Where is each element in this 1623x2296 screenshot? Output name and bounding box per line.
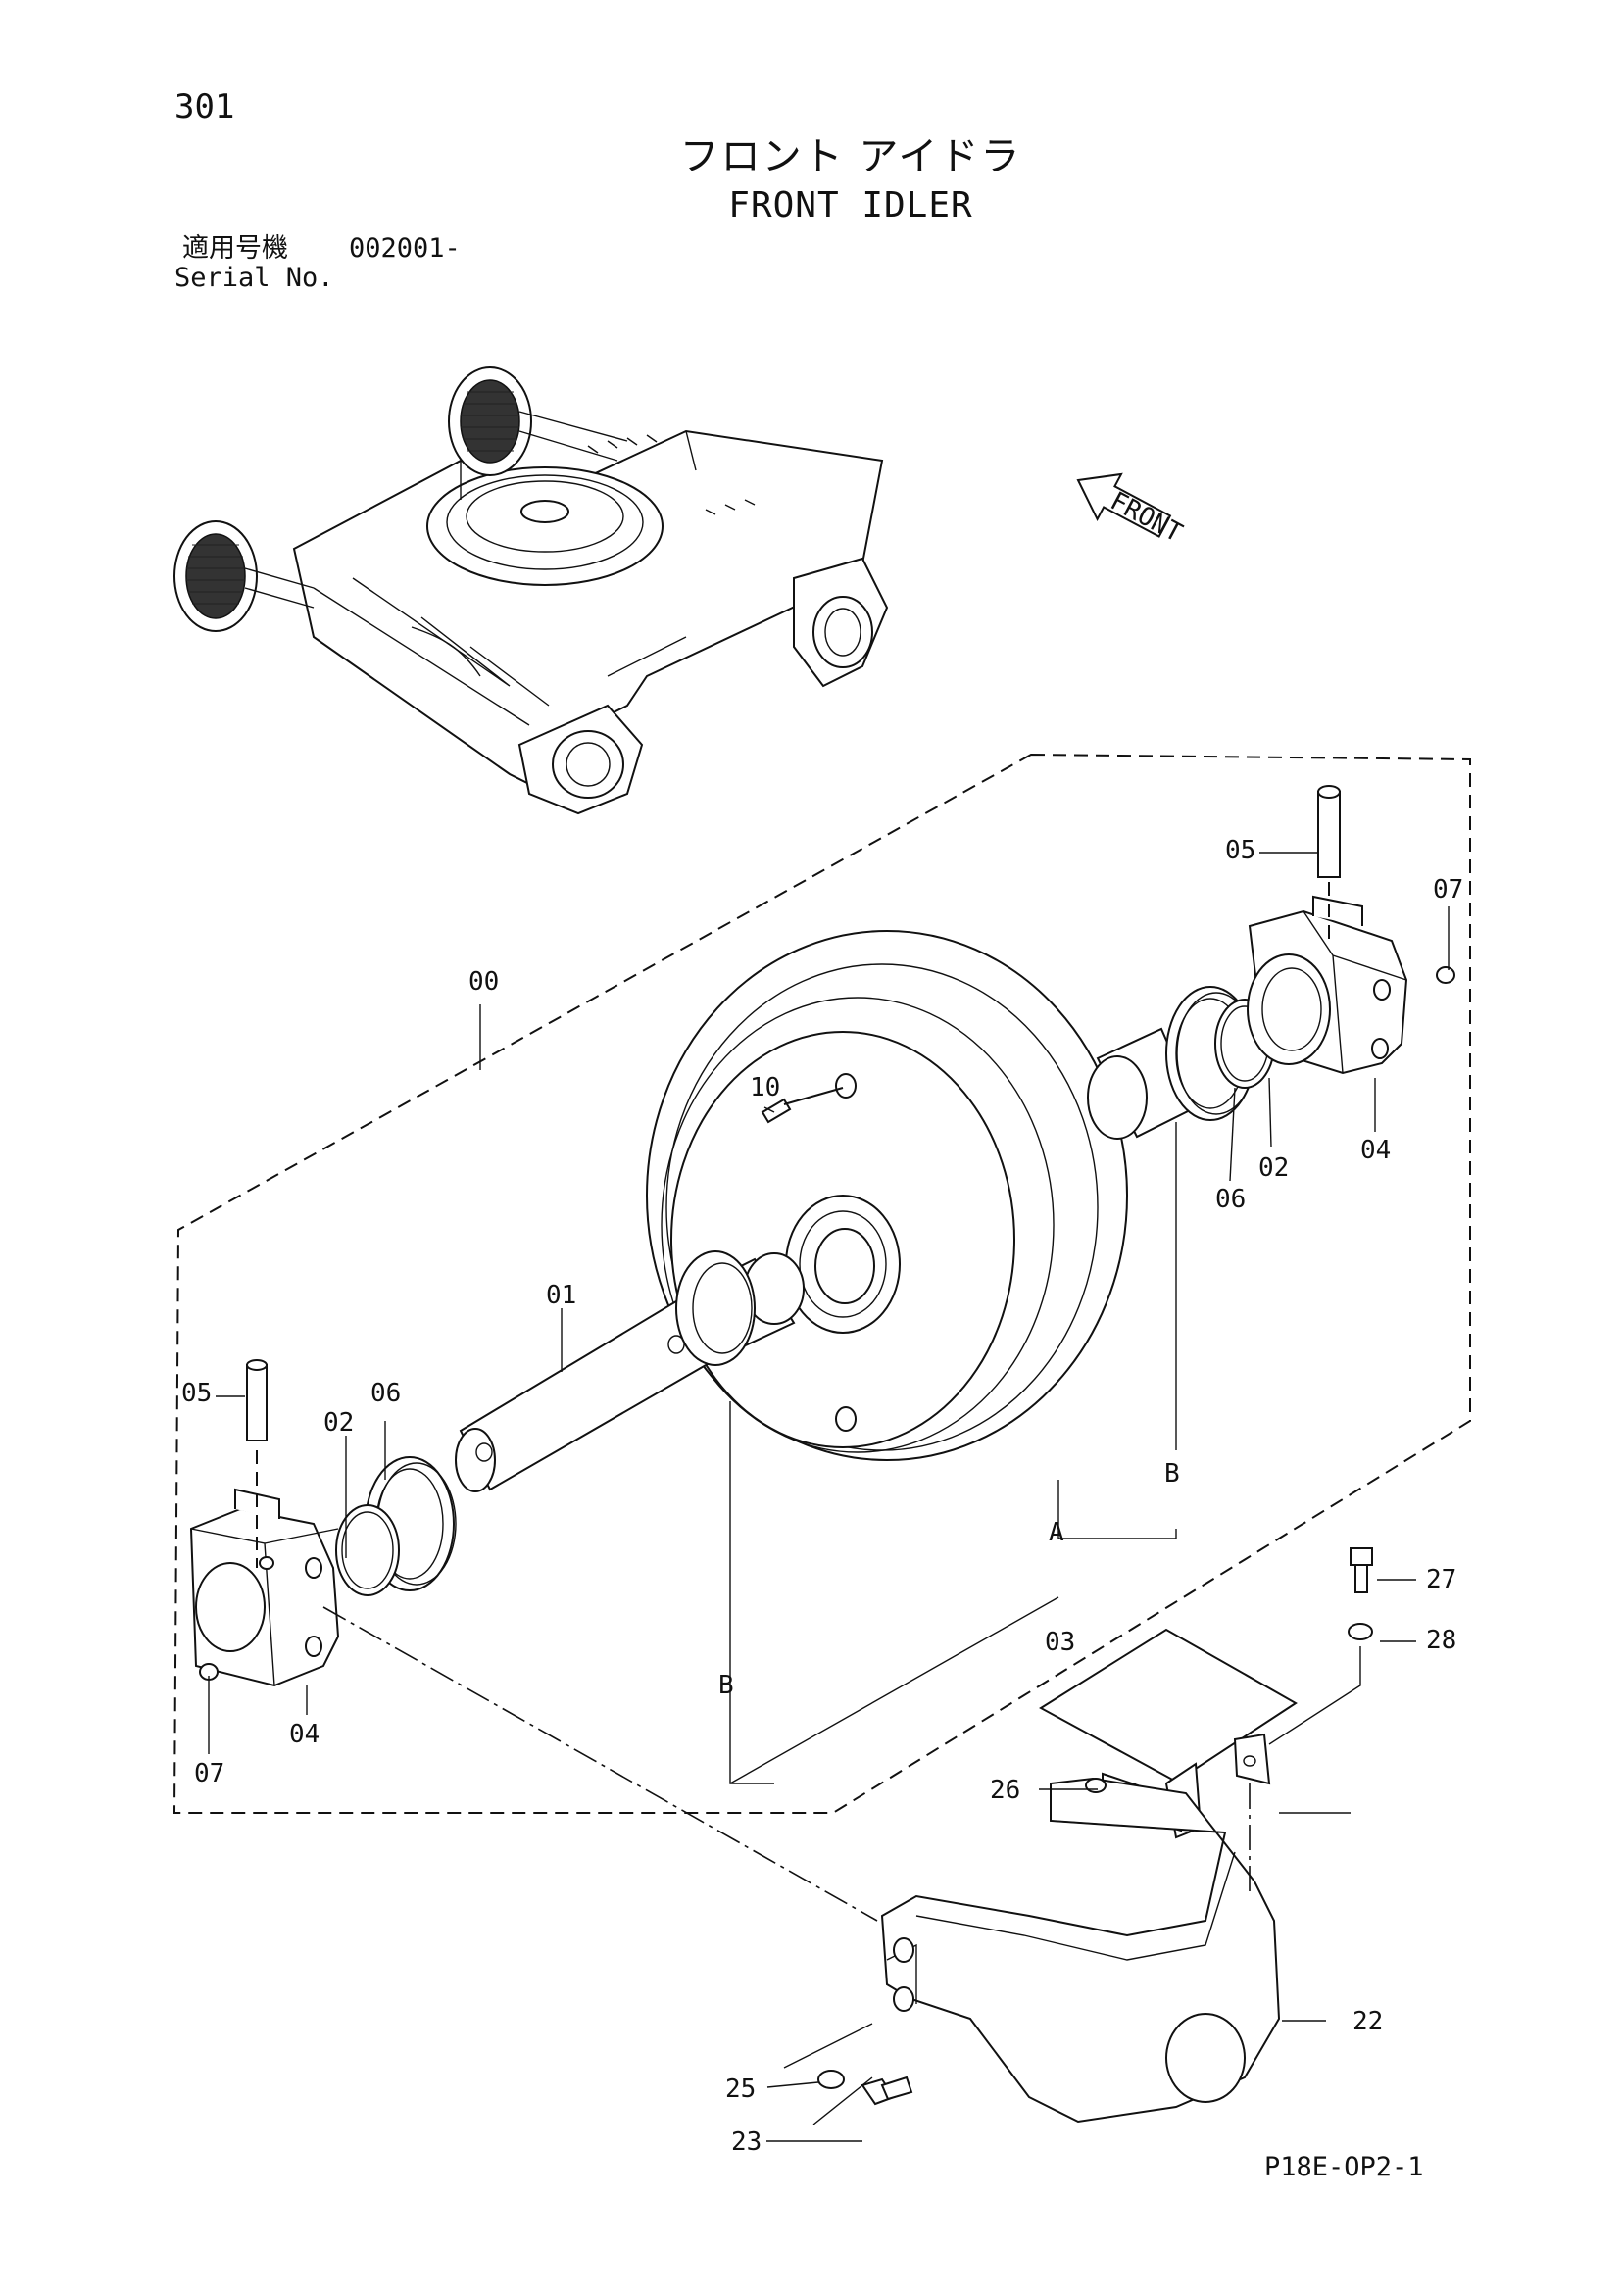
callout-07-right: 07 — [1433, 875, 1463, 904]
right-pin — [1317, 785, 1341, 941]
guard-washer — [1348, 1623, 1373, 1640]
front-direction-arrow-icon: FRONT — [1076, 472, 1187, 549]
callout-02-left: 02 — [323, 1408, 354, 1438]
idler-yoke — [880, 1777, 1281, 2124]
title-japanese: フロント アイドラ — [679, 134, 1022, 179]
serial-label-japanese: 適用号機 — [182, 233, 288, 264]
callout-03: 03 — [1045, 1628, 1075, 1657]
callout-22: 22 — [1352, 2007, 1383, 2036]
callout-27: 27 — [1426, 1565, 1456, 1594]
plug-bolt — [761, 1087, 844, 1124]
callout-02-right: 02 — [1258, 1153, 1289, 1183]
front-arrow-label: FRONT — [1106, 486, 1187, 548]
callout-25: 25 — [725, 2075, 756, 2104]
reference-mark-a: A — [1049, 1518, 1064, 1547]
alignment-line-left — [322, 1606, 878, 1922]
callout-23: 23 — [731, 2127, 762, 2157]
serial-value: 002001- — [349, 233, 461, 264]
drawing-code: P18E-OP2-1 — [1264, 2152, 1424, 2182]
left-pin — [246, 1359, 268, 1568]
callout-06-right: 06 — [1215, 1185, 1246, 1214]
callout-04-right: 04 — [1360, 1136, 1391, 1165]
callout-05-right: 05 — [1225, 836, 1255, 865]
right-support-bracket — [1247, 895, 1408, 1075]
callout-01: 01 — [546, 1281, 576, 1310]
callout-05-left: 05 — [181, 1379, 212, 1408]
callout-00: 00 — [468, 967, 499, 997]
undercarriage-frame-illustration — [173, 366, 889, 815]
yoke-washer — [817, 2070, 845, 2089]
yoke-bolt — [861, 2076, 913, 2106]
page-number: 301 — [174, 87, 235, 126]
reference-mark-b-left: B — [718, 1671, 734, 1700]
callout-26: 26 — [990, 1776, 1020, 1805]
left-o-ring — [335, 1504, 400, 1596]
reference-mark-b-right: B — [1164, 1459, 1180, 1489]
callout-07-left: 07 — [194, 1759, 224, 1788]
callout-10: 10 — [750, 1073, 780, 1102]
right-set-screw — [1436, 966, 1455, 984]
title-english: FRONT IDLER — [728, 185, 973, 225]
left-support-bracket — [189, 1488, 340, 1687]
serial-label-english: Serial No. — [174, 263, 334, 293]
callout-28: 28 — [1426, 1626, 1456, 1655]
idler-wheel — [646, 930, 1128, 1461]
assembly-boundary — [172, 753, 1471, 1814]
callout-06-left: 06 — [370, 1379, 401, 1408]
callout-04-left: 04 — [289, 1720, 320, 1749]
guard-bolt — [1350, 1547, 1373, 1593]
